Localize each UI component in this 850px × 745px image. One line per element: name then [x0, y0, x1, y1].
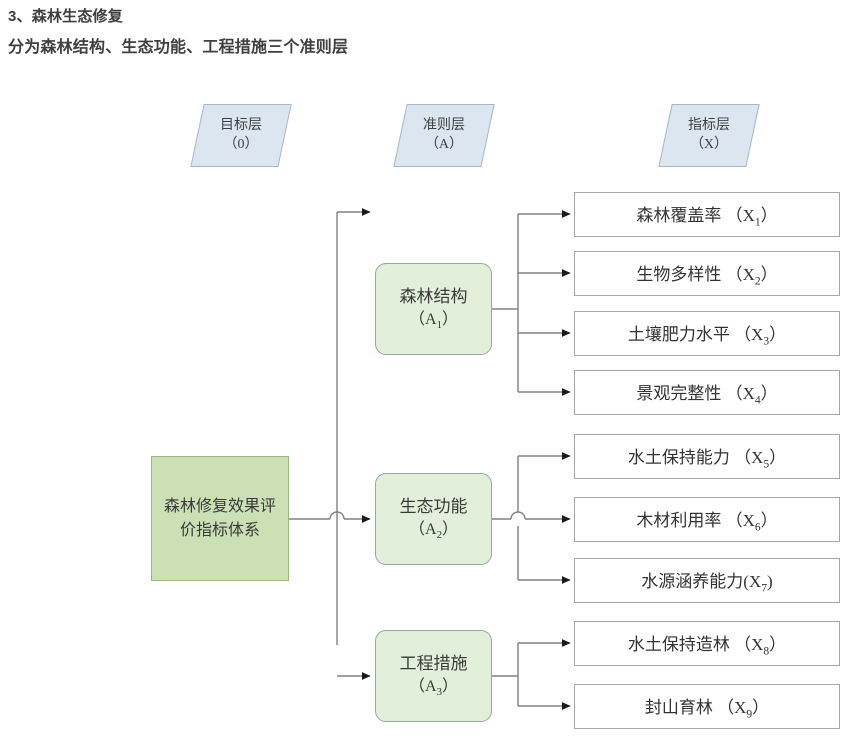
- indicator-node-x8[interactable]: 水土保持造林 （X8）: [574, 621, 840, 666]
- criterion-node-a2[interactable]: 生态功能 （A2）: [375, 473, 492, 565]
- indicator-node-x6[interactable]: 木材利用率 （X6）: [574, 497, 840, 542]
- criterion-a3-label: 工程措施: [399, 654, 468, 674]
- section-subheading: 分为森林结构、生态功能、工程措施三个准则层: [8, 39, 349, 56]
- layer-header-indicator-shape: [658, 104, 760, 167]
- layer-header-goal-shape: [190, 104, 292, 167]
- indicator-x6-text: 木材利用率 （X6）: [636, 510, 778, 534]
- wire-a2-hop: [510, 511, 526, 520]
- indicator-node-x3[interactable]: 土壤肥力水平 （X3）: [574, 311, 840, 356]
- indicator-x3-text: 土壤肥力水平 （X3）: [627, 324, 787, 348]
- criterion-a1-code: （A1）: [408, 310, 459, 331]
- indicator-x7-text: 水源涵养能力(X7): [641, 571, 773, 595]
- indicator-x2-text: 生物多样性 （X2）: [636, 264, 778, 288]
- indicator-x5-text: 水土保持能力 （X5）: [627, 447, 787, 471]
- goal-node-label: 森林修复效果评价指标体系: [163, 497, 276, 539]
- indicator-node-x7[interactable]: 水源涵养能力(X7): [574, 558, 840, 603]
- criterion-a3-code: （A3）: [408, 677, 459, 698]
- indicator-node-x1[interactable]: 森林覆盖率 （X1）: [574, 192, 840, 237]
- indicator-node-x5[interactable]: 水土保持能力 （X5）: [574, 434, 840, 479]
- section-heading: 3、森林生态修复: [8, 8, 123, 25]
- criterion-node-a3[interactable]: 工程措施 （A3）: [375, 630, 492, 722]
- goal-node[interactable]: 森林修复效果评价指标体系: [151, 456, 289, 581]
- indicator-x1-text: 森林覆盖率 （X1）: [636, 205, 778, 229]
- indicator-x9-text: 封山育林 （X9）: [644, 697, 770, 721]
- indicator-node-x2[interactable]: 生物多样性 （X2）: [574, 251, 840, 296]
- layer-header-criterion-shape: [393, 104, 495, 167]
- indicator-node-x9[interactable]: 封山育林 （X9）: [574, 684, 840, 729]
- criterion-a1-label: 森林结构: [399, 287, 468, 307]
- criterion-node-a1[interactable]: 森林结构 （A1）: [375, 263, 492, 355]
- indicator-node-x4[interactable]: 景观完整性 （X4）: [574, 370, 840, 415]
- indicator-x8-text: 水土保持造林 （X8）: [627, 634, 787, 658]
- indicator-x4-text: 景观完整性 （X4）: [636, 383, 778, 407]
- criterion-a2-code: （A2）: [408, 520, 459, 541]
- criterion-a2-label: 生态功能: [399, 497, 468, 517]
